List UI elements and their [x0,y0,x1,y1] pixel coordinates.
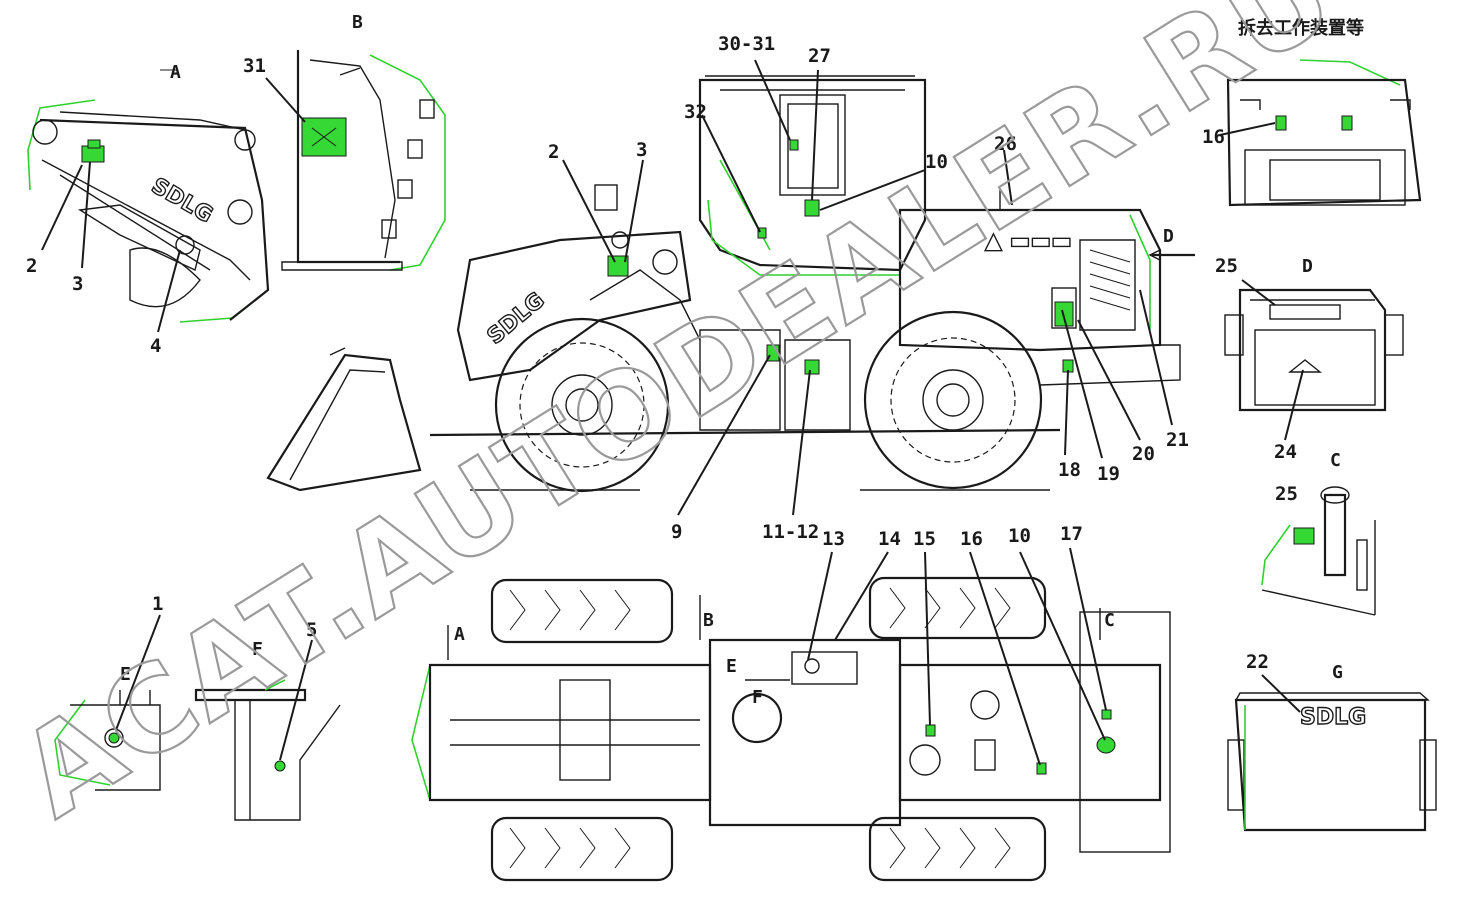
callout-13: 13 [822,528,845,550]
view-label-a-detail: A [170,62,181,83]
view-e-detail: 1 E [54,593,163,791]
callout-16-plan: 16 [960,528,983,550]
view-label-e-title: E [120,664,131,685]
callout-10-side: 10 [925,151,948,173]
callout-26: 26 [994,133,1017,155]
view-f-detail: 5 F [194,619,341,821]
callout-25-d: 25 [1215,255,1238,277]
callout-22: 22 [1246,651,1269,673]
section-arrow-a: A [454,624,465,645]
callout-31: 31 [243,55,266,77]
callout-3-side: 3 [636,139,647,161]
view-label-f-title: F [252,639,263,660]
callout-11-12: 11-12 [762,521,819,543]
callout-24: 24 [1274,441,1297,463]
callout-20: 20 [1132,443,1155,465]
note-text: 拆去工作装置等 [1238,17,1364,39]
callout-27: 27 [808,45,831,67]
view-g-detail: SDLG 22 G [1227,651,1437,832]
callout-16-top: 16 [1202,126,1225,148]
section-arrow-b: B [703,610,714,631]
brand-logo-boom: SDLG [483,288,550,350]
view-top-right-detail: 拆去工作装置等 16 [1202,17,1422,207]
view-label-b-title: B [352,12,363,33]
callout-10-plan: 10 [1008,525,1031,547]
view-a-detail: SDLG 2 3 4 A [26,62,270,357]
brand-logo-view-g: SDLG [1300,705,1366,730]
callout-32: 32 [684,101,707,123]
callout-3-view-a: 3 [72,273,83,295]
callout-9: 9 [671,521,682,543]
brand-logo-hood: ▲ ▬▬▬ [985,229,1072,254]
callout-18: 18 [1058,459,1081,481]
view-b-detail: 31 B [243,12,446,271]
callout-2-side: 2 [548,141,559,163]
callout-1: 1 [152,593,163,615]
view-label-g-title: G [1332,662,1343,683]
callout-5: 5 [306,619,317,641]
view-arrow-d: D [1163,226,1174,247]
callout-25-c: 25 [1275,483,1298,505]
loader-plan-view: A B C E F 13 14 15 16 10 17 [411,523,1171,882]
brand-logo-view-a: SDLG [147,174,217,229]
callout-4: 4 [150,335,161,357]
callout-2-view-a: 2 [26,255,37,277]
callout-15: 15 [913,528,936,550]
callout-14: 14 [878,528,901,550]
callout-19: 19 [1097,463,1120,485]
section-arrow-f: F [752,687,763,708]
view-label-c-title: C [1330,450,1341,471]
callout-17: 17 [1060,523,1083,545]
view-label-d-title: D [1302,256,1313,277]
section-arrow-e: E [726,656,737,677]
view-d-detail: 25 D 24 [1215,255,1404,463]
loader-side-view: SDLG ▲ ▬▬▬ [266,33,1195,543]
view-c-detail: 25 C [1261,450,1376,616]
callout-30-31: 30-31 [718,33,775,55]
callout-21: 21 [1166,429,1189,451]
section-arrow-c: C [1104,610,1115,631]
